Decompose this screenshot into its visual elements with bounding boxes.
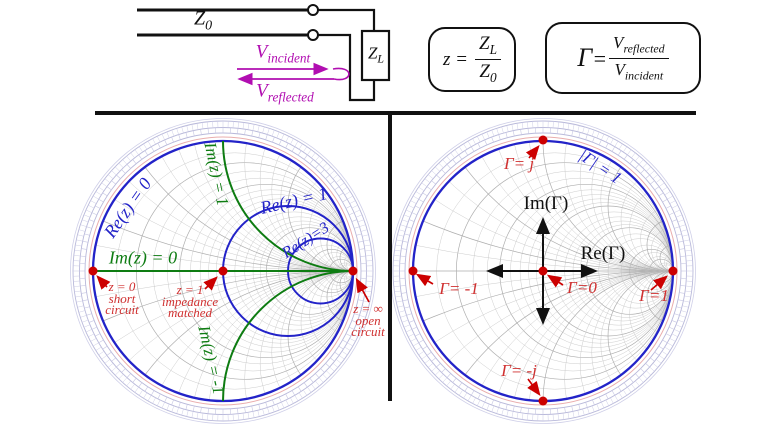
gamma-j-arrow [525,145,540,160]
gamma-1-dot [668,266,678,276]
z0-label: Z0 [193,7,213,34]
short-annotation-arrow [96,275,111,290]
im-axis-label: Im(Γ) [523,193,569,214]
gamma-equation-fraction: Vreflected Vincident [609,33,669,83]
z-equation-lhs: z = [443,48,468,70]
gamma-1-arrow [650,275,668,291]
reflection-loop [332,67,350,81]
v-reflected-label: Vreflected [256,80,314,105]
gamma-equation-lhs: Γ= [577,43,608,72]
gamma-0-label: Γ=0 [567,278,597,297]
gamma-0-arrow [546,274,564,288]
short-circuit-dot [88,266,98,276]
gamma-j-dot [538,135,548,145]
impedance-matched-annotation: z = 1 impedance matched [161,281,219,320]
transmission-line-wires [137,8,308,37]
matched-annotation-arrow [203,276,218,291]
wire-to-load-top [318,8,376,31]
zl-label: ZL [367,43,385,66]
gamma-m1-arrow [415,273,434,287]
gamma-equation-box: Γ= Vreflected Vincident [545,22,701,94]
wire-to-load-bottom [318,33,376,102]
load-box [360,29,391,82]
gamma-j-label: Γ= j [503,154,535,173]
short-circuit-annotation: z = 0 short circuit [105,278,139,317]
left-chart-outer-rings [70,118,376,424]
gamma-1-label: Γ=1 [639,286,669,305]
load-connection-wires [318,8,376,102]
open-circuit-annotation: z = ∞ open circuit [351,300,385,339]
terminal-circle-top [307,4,319,16]
z-equation-box: z = ZL Z0 [428,27,516,92]
gamma-mj-arrow [527,378,541,397]
right-chart-outer-rings [390,118,696,424]
im1-arc [222,140,354,272]
matched-dot [218,266,228,276]
im0-label: Im(z) = 0 [108,247,178,268]
gamma-mj-label: Γ= -j [501,361,537,380]
gamma-plane-axes [486,217,598,325]
z-equation-fraction: ZL Z0 [475,33,501,86]
im-neg1-arc [222,270,354,402]
terminal-circle-bottom [307,29,319,41]
v-incident-label: Vincident [255,41,311,66]
re-axis-label: Re(Γ) [580,243,626,264]
open-annotation-arrow [355,277,370,303]
gamma-m1-label: Γ= -1 [439,279,479,298]
gamma-mj-dot [538,396,548,406]
gamma-m1-dot [408,266,418,276]
gamma-0-dot [538,266,548,276]
open-circuit-dot [348,266,358,276]
